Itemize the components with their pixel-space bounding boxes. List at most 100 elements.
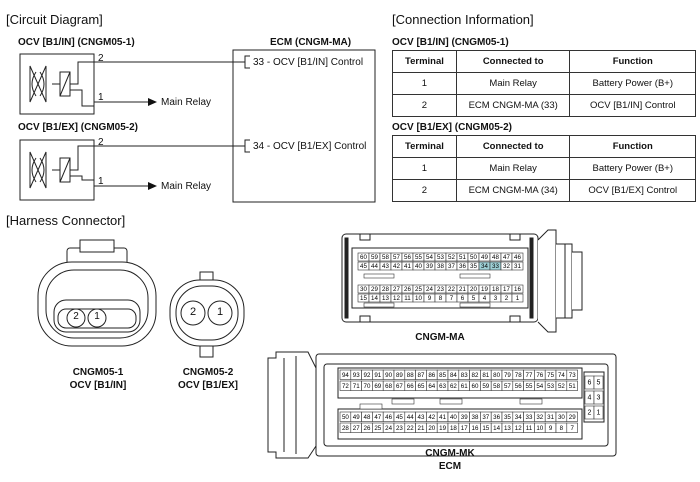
ocv-ex-box bbox=[19, 139, 95, 201]
cngm-ma-pin-37-label: 37 bbox=[448, 263, 455, 270]
cngm-ma-pin-26-label: 26 bbox=[404, 286, 411, 293]
cngm-mk-pin-37-label: 37 bbox=[482, 414, 489, 421]
cngm-mk-pin-43-label: 43 bbox=[418, 414, 425, 421]
cngm-mk-pin-94-label: 94 bbox=[342, 372, 349, 379]
cngm-ma-pin-46 bbox=[511, 252, 524, 262]
cngm-mk-pin-51-label: 51 bbox=[569, 383, 576, 390]
cngm-mk-pin-80-label: 80 bbox=[493, 372, 500, 379]
cngm-mk-side-pin-2-label: 2 bbox=[588, 410, 592, 417]
cngm-ma-key-2 bbox=[363, 302, 395, 308]
cngm-mk-name: CNGM-MK bbox=[425, 448, 475, 459]
cngm-mk-pin-70-label: 70 bbox=[364, 383, 371, 390]
col-header-connected-to: Connected to bbox=[455, 135, 571, 158]
cngm-mk-pin-66-label: 66 bbox=[407, 383, 414, 390]
cngm05-2-pins bbox=[180, 300, 233, 326]
cngm-ma-pin-58-label: 58 bbox=[382, 254, 389, 261]
cngm-ma-pin-27-label: 27 bbox=[393, 286, 400, 293]
cngm-mk-pin-64-label: 64 bbox=[428, 383, 435, 390]
cngm-ma-pin-46-label: 46 bbox=[514, 254, 521, 261]
cngm-mk-pin-59-label: 59 bbox=[482, 383, 489, 390]
cngm-ma-pin-1-label: 1 bbox=[516, 295, 520, 302]
cngm-mk-pin-11-label: 11 bbox=[526, 425, 533, 432]
cngm05-1-pins bbox=[66, 308, 107, 328]
cngm-ma-pin-48-label: 48 bbox=[492, 254, 499, 261]
cngm-mk-pin-20-label: 20 bbox=[428, 425, 435, 432]
ocv-in-pin-2: 2 bbox=[98, 53, 104, 64]
conn-table-2: Terminal Connected to Function 1 Main Re… bbox=[392, 135, 696, 202]
cngm-mk-pin-56-label: 56 bbox=[515, 383, 522, 390]
cngm-mk-pin-58-label: 58 bbox=[493, 383, 500, 390]
cngm-ma-pin-5-label: 5 bbox=[472, 295, 476, 302]
cngm-ma-pin-30-label: 30 bbox=[360, 286, 367, 293]
cngm-ma-pin-49-label: 49 bbox=[481, 254, 488, 261]
circuit-diagram-heading: [Circuit Diagram] bbox=[6, 12, 103, 27]
cngm-mk-pin-62-label: 62 bbox=[450, 383, 457, 390]
ocv-ex-pin-2: 2 bbox=[98, 137, 104, 148]
cngm-ma-pin-39-label: 39 bbox=[426, 263, 433, 270]
cngm05-2-pin-1: 1 bbox=[216, 306, 224, 318]
cngm-mk-pin-46-label: 46 bbox=[385, 414, 392, 421]
cngm-ma-pin-1 bbox=[511, 293, 524, 303]
ecm-terminal-33-label: 33 - OCV [B1/IN] Control bbox=[253, 57, 364, 68]
cell-connected-to: ECM CNGM-MA (34) bbox=[455, 179, 571, 202]
cngm-ma-pin-23-label: 23 bbox=[437, 286, 444, 293]
cngm-mk-pin-60-label: 60 bbox=[472, 383, 479, 390]
cngm-mk-pin-36-label: 36 bbox=[493, 414, 500, 421]
cngm-ma-pin-20-label: 20 bbox=[470, 286, 477, 293]
cngm-mk-pin-29 bbox=[566, 411, 578, 422]
cngm-mk-key-2 bbox=[519, 398, 543, 405]
cngm-mk-pin-90-label: 90 bbox=[385, 372, 392, 379]
cngm-mk-pin-18-label: 18 bbox=[450, 425, 457, 432]
cell-function: OCV [B1/IN] Control bbox=[569, 94, 696, 117]
cngm-ma-pin-2-label: 2 bbox=[505, 295, 509, 302]
col-header-terminal: Terminal bbox=[392, 50, 457, 73]
cngm-mk-pin-75-label: 75 bbox=[547, 372, 554, 379]
cngm-mk-pin-85-label: 85 bbox=[439, 372, 446, 379]
cngm-mk-pin-22-label: 22 bbox=[407, 425, 414, 432]
cngm-ma-pin-55-label: 55 bbox=[415, 254, 422, 261]
cngm-mk-pin-28-label: 28 bbox=[342, 425, 349, 432]
cngm-ma-pin-15-label: 15 bbox=[360, 295, 367, 302]
cngm-mk-key-3 bbox=[359, 403, 383, 410]
cngm-mk-pin-57-label: 57 bbox=[504, 383, 511, 390]
main-relay-label-ex: Main Relay bbox=[161, 181, 212, 192]
cngm-mk-key-1 bbox=[439, 398, 463, 405]
conn-table-2-title: OCV [B1/EX] (CNGM05-2) bbox=[392, 122, 513, 133]
cngm-mk-pin-65-label: 65 bbox=[418, 383, 425, 390]
cngm-mk-pin-25-label: 25 bbox=[374, 425, 381, 432]
table-row: 2 ECM CNGM-MA (34) OCV [B1/EX] Control bbox=[392, 179, 696, 202]
cngm05-1-pin-2: 2 bbox=[73, 311, 79, 322]
cngm-mk-pin-69-label: 69 bbox=[374, 383, 381, 390]
cngm-mk-side-pin-5-label: 5 bbox=[597, 380, 601, 387]
cngm-mk-pin-31-label: 31 bbox=[547, 414, 554, 421]
cngm-ma-pin-32-label: 32 bbox=[503, 263, 510, 270]
cngm-ma-pin-16 bbox=[511, 284, 524, 294]
cngm-mk-pin-93-label: 93 bbox=[353, 372, 360, 379]
table-row: 2 ECM CNGM-MA (33) OCV [B1/IN] Control bbox=[392, 94, 696, 117]
cngm-mk-pin-76-label: 76 bbox=[536, 372, 543, 379]
cngm-mk-pin-10-label: 10 bbox=[536, 425, 543, 432]
cngm-mk-pin-79-label: 79 bbox=[504, 372, 511, 379]
cngm-ma-pin-42-label: 42 bbox=[393, 263, 400, 270]
cngm-mk-pin-49-label: 49 bbox=[353, 414, 360, 421]
cngm-ma-pin-10-label: 10 bbox=[415, 295, 422, 302]
col-header-connected-to: Connected to bbox=[455, 50, 571, 73]
cngm-ma-pin-22-label: 22 bbox=[448, 286, 455, 293]
cngm05-1-connector bbox=[37, 239, 157, 347]
cngm05-2-name: CNGM05-2 bbox=[182, 367, 234, 378]
cngm-mk-connector bbox=[267, 351, 617, 459]
cngm-ma-name: CNGM-MA bbox=[415, 332, 465, 343]
cngm-mk-pin-29-label: 29 bbox=[569, 414, 576, 421]
table-row: 1 Main Relay Battery Power (B+) bbox=[392, 157, 696, 180]
cngm-mk-pin-67-label: 67 bbox=[396, 383, 403, 390]
cngm-ma-pin-35-label: 35 bbox=[470, 263, 477, 270]
cngm-mk-pin-14-label: 14 bbox=[493, 425, 500, 432]
cngm-mk-pin-55-label: 55 bbox=[526, 383, 533, 390]
ocv-in-valve-icon bbox=[29, 61, 94, 107]
cngm-mk-pin-26-label: 26 bbox=[364, 425, 371, 432]
cngm-mk-sub: ECM bbox=[438, 461, 462, 472]
cngm-mk-pin-41-label: 41 bbox=[439, 414, 446, 421]
cngm-ma-pin-11-label: 11 bbox=[404, 295, 411, 302]
